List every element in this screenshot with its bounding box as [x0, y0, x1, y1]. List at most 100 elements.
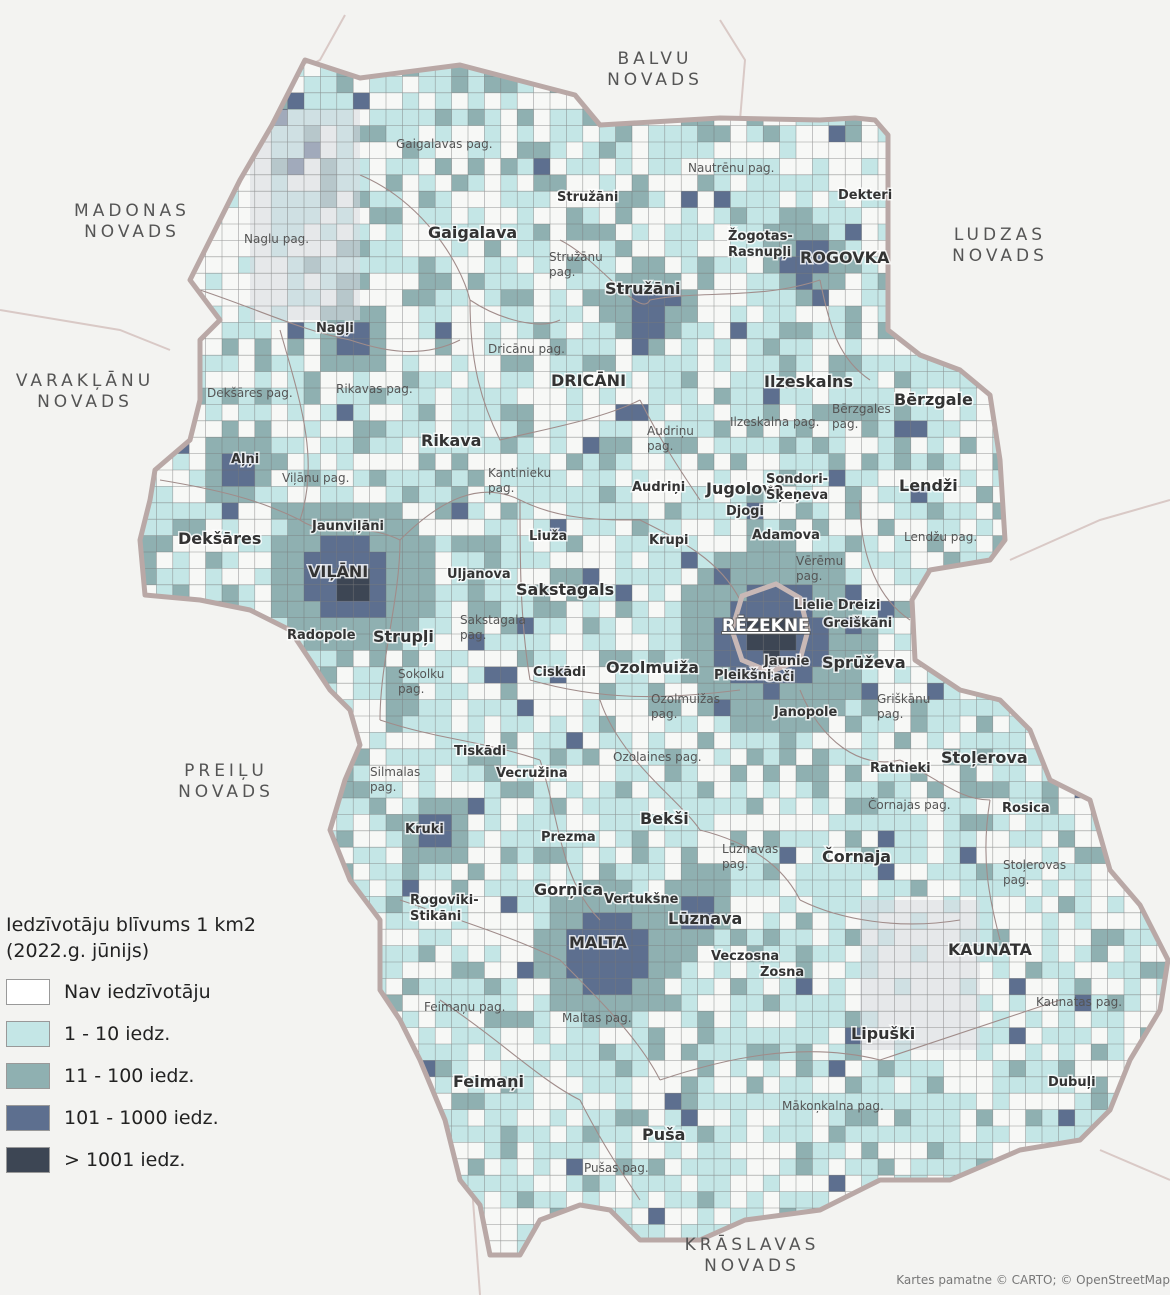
grid-cell: [550, 1191, 567, 1208]
grid-cell: [664, 1208, 682, 1225]
grid-cell: [353, 519, 370, 536]
grid-cell: [746, 191, 764, 208]
grid-cell: [238, 847, 255, 864]
grid-cell: [222, 125, 239, 142]
grid-cell: [435, 224, 452, 241]
grid-cell: [582, 1142, 600, 1159]
grid-cell: [894, 650, 911, 667]
grid-cell: [664, 1109, 682, 1126]
grid-cell: [861, 666, 878, 684]
grid-cell: [517, 912, 534, 930]
grid-cell: [746, 962, 764, 979]
grid-cell: [1107, 371, 1124, 388]
grid-cell: [336, 322, 354, 339]
grid-cell: [796, 388, 813, 405]
place-label: Uļjanova: [447, 567, 511, 582]
grid-cell: [287, 1224, 304, 1241]
grid-cell: [615, 240, 632, 257]
grid-cell: [992, 371, 1010, 388]
grid-cell: [632, 240, 649, 257]
grid-cell: [1124, 1011, 1141, 1028]
grid-cell: [353, 552, 370, 569]
grid-cell: [468, 814, 485, 831]
grid-cell: [1140, 1126, 1157, 1143]
grid-cell: [861, 535, 878, 552]
grid-cell: [697, 814, 714, 831]
grid-cell: [845, 1175, 862, 1192]
grid-cell: [697, 519, 714, 536]
grid-cell: [599, 666, 616, 684]
grid-cell: [287, 1208, 304, 1225]
grid-cell: [550, 437, 567, 454]
grid-cell: [353, 420, 370, 438]
grid-cell: [894, 371, 911, 388]
grid-cell: [861, 781, 878, 798]
grid-cell: [468, 322, 485, 339]
grid-cell: [779, 863, 796, 880]
grid-cell: [910, 322, 928, 339]
grid-cell: [763, 568, 780, 585]
grid-cell: [189, 453, 206, 470]
grid-cell: [1156, 699, 1168, 716]
grid-cell: [1107, 1011, 1124, 1028]
grid-cell: [1042, 962, 1059, 979]
grid-cell: [730, 1060, 747, 1077]
grid-cell: [828, 978, 846, 995]
grid-cell: [451, 781, 468, 798]
grid-cell: [1091, 207, 1108, 224]
grid-cell: [304, 716, 321, 733]
grid-cell: [861, 1224, 878, 1241]
grid-cell: [878, 699, 895, 716]
grid-cell: [1058, 420, 1075, 438]
grid-cell: [500, 470, 518, 487]
grid-cell: [550, 338, 567, 356]
grid-cell: [1156, 1240, 1168, 1255]
grid-cell: [779, 404, 796, 421]
grid-cell: [435, 142, 452, 159]
grid-cell: [1025, 1076, 1042, 1094]
grid-cell: [779, 519, 796, 536]
grid-cell: [484, 174, 501, 192]
grid-cell: [271, 76, 288, 93]
grid-cell: [1009, 207, 1026, 224]
grid-cell: [730, 322, 747, 339]
grid-cell: [304, 486, 321, 503]
grid-cell: [320, 1240, 337, 1255]
grid-cell: [1124, 863, 1141, 880]
grid-cell: [386, 1257, 402, 1273]
grid-cell: [992, 732, 1010, 749]
grid-cell: [1107, 765, 1124, 782]
grid-cell: [238, 388, 255, 405]
grid-cell: [927, 1240, 944, 1255]
grid-cell: [402, 1224, 419, 1241]
grid-cell: [992, 1060, 1010, 1077]
grid-cell: [1124, 978, 1141, 995]
grid-cell: [1074, 584, 1092, 602]
grid-cell: [500, 748, 518, 766]
grid-cell: [517, 650, 534, 667]
grid-cell: [1025, 1208, 1042, 1225]
grid-cell: [156, 798, 173, 815]
place-label: Aļņi: [231, 452, 259, 467]
grid-cell: [140, 1191, 157, 1208]
grid-cell: [156, 437, 173, 454]
grid-cell: [336, 1093, 354, 1110]
grid-cell: [943, 1126, 960, 1143]
grid-cell: [1107, 306, 1124, 323]
place-label: Djogi: [726, 504, 764, 519]
grid-cell: [632, 125, 649, 142]
grid-cell: [386, 420, 403, 438]
grid-cell: [960, 322, 977, 339]
grid-cell: [599, 896, 616, 913]
grid-cell: [304, 1060, 321, 1077]
grid-cell: [910, 404, 928, 421]
grid-cell: [468, 765, 485, 782]
grid-cell: [156, 158, 173, 175]
grid-cell: [336, 814, 354, 831]
grid-cell: [140, 125, 157, 142]
grid-cell: [648, 732, 665, 749]
grid-cell: [1107, 486, 1124, 503]
grid-cell: [763, 699, 780, 716]
